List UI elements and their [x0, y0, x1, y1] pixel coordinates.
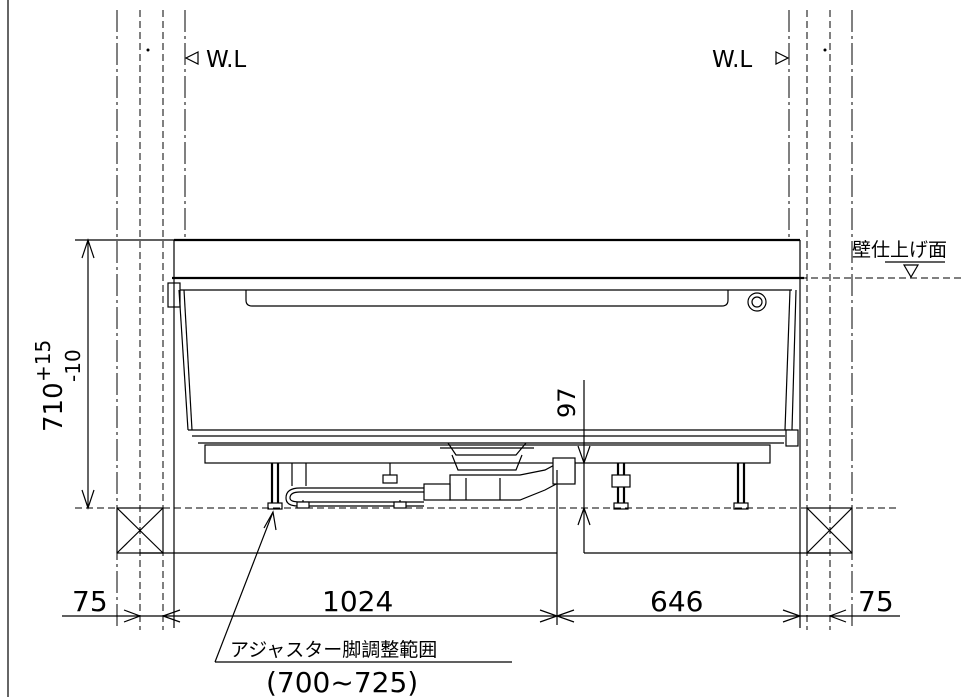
dim-right-span-label: 646: [650, 585, 703, 618]
adjuster-legs: [267, 463, 749, 510]
drain-clearance-label: 97: [553, 387, 581, 418]
wall-finish-marker: 壁仕上げ面: [800, 239, 965, 279]
height-main-label: 710: [39, 382, 69, 432]
dim-right-margin-label: 75: [858, 585, 894, 618]
floor-lines: [75, 507, 900, 554]
right-wall-lines: [788, 10, 853, 630]
left-wall-box: [116, 507, 164, 554]
adjuster-note-label: アジャスター脚調整範囲: [230, 639, 437, 661]
wall-finish-label: 壁仕上げ面: [852, 239, 947, 261]
water-level-left-label: W.L: [206, 47, 246, 73]
right-wall-box: [806, 507, 853, 554]
left-wall-lines: [116, 10, 186, 630]
horizontal-dimensions: 75 1024 646 75: [62, 280, 900, 628]
water-level-right: W.L: [712, 47, 790, 73]
height-dimension: 710 +15 -10: [31, 238, 174, 510]
marker-dot-left: [146, 48, 150, 52]
height-tol-plus-label: +15: [31, 340, 55, 382]
height-tol-minus-label: -10: [61, 349, 85, 382]
drain-clearance-dimension: 97: [553, 380, 591, 625]
water-level-right-label: W.L: [712, 47, 752, 73]
water-level-left: W.L: [184, 47, 246, 73]
adjuster-note: アジャスター脚調整範囲 (700~725): [214, 510, 512, 697]
marker-dot-right: [823, 48, 827, 52]
bathtub: [167, 238, 804, 510]
adjuster-range-label: (700~725): [266, 666, 418, 697]
dim-left-margin-label: 75: [72, 585, 108, 618]
dim-left-span-label: 1024: [322, 585, 393, 618]
